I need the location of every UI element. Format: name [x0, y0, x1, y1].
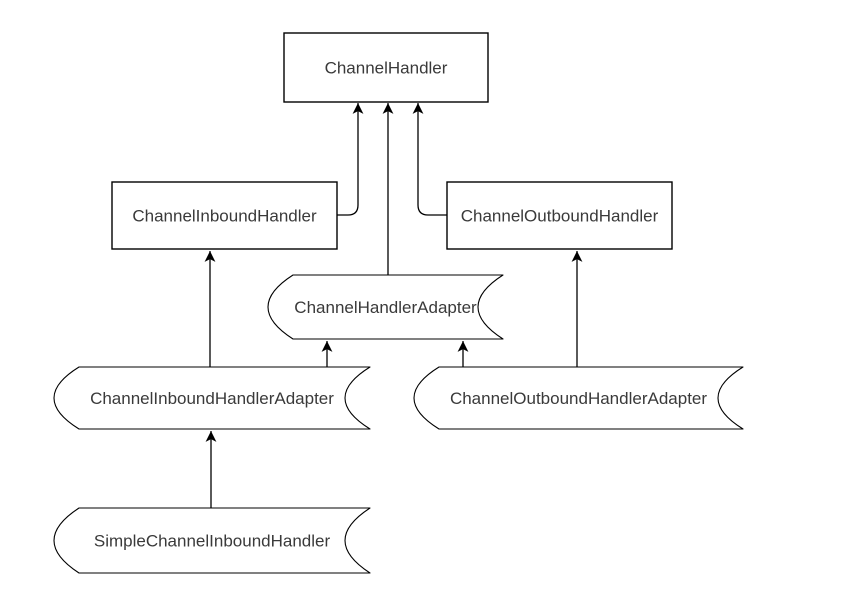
channel-outbound-handler-adapter-label: ChannelOutboundHandlerAdapter — [450, 389, 707, 408]
channel-handler-adapter-shape — [267, 274, 504, 340]
channel-handler-adapter-label: ChannelHandlerAdapter — [294, 298, 477, 317]
node-channel-outbound-handler: ChannelOutboundHandler — [446, 181, 673, 250]
node-channel-outbound-handler-adapter: ChannelOutboundHandlerAdapter — [413, 366, 744, 430]
simple-channel-inbound-handler-shape — [53, 507, 371, 574]
channel-outbound-handler-shape — [446, 181, 673, 250]
edge-channel-outbound-handler-to-channel-handler — [412, 103, 447, 216]
node-simple-channel-inbound-handler: SimpleChannelInboundHandler — [53, 507, 371, 574]
channel-handler-shape — [283, 32, 489, 103]
channel-inbound-handler-label: ChannelInboundHandler — [132, 207, 317, 226]
channel-inbound-handler-shape — [111, 181, 338, 250]
channel-outbound-handler-adapter-shape — [413, 366, 744, 430]
edge-channel-inbound-handler-to-channel-handler — [337, 103, 364, 216]
channel-inbound-handler-adapter-shape — [53, 366, 371, 430]
node-channel-handler-adapter: ChannelHandlerAdapter — [267, 274, 504, 340]
node-channel-inbound-handler: ChannelInboundHandler — [111, 181, 338, 250]
node-channel-inbound-handler-adapter: ChannelInboundHandlerAdapter — [53, 366, 371, 430]
simple-channel-inbound-handler-label: SimpleChannelInboundHandler — [94, 532, 331, 551]
channel-inbound-handler-adapter-label: ChannelInboundHandlerAdapter — [90, 389, 334, 408]
channel-handler-label: ChannelHandler — [325, 59, 448, 78]
node-channel-handler: ChannelHandler — [283, 32, 489, 103]
channel-outbound-handler-label: ChannelOutboundHandler — [461, 207, 659, 226]
